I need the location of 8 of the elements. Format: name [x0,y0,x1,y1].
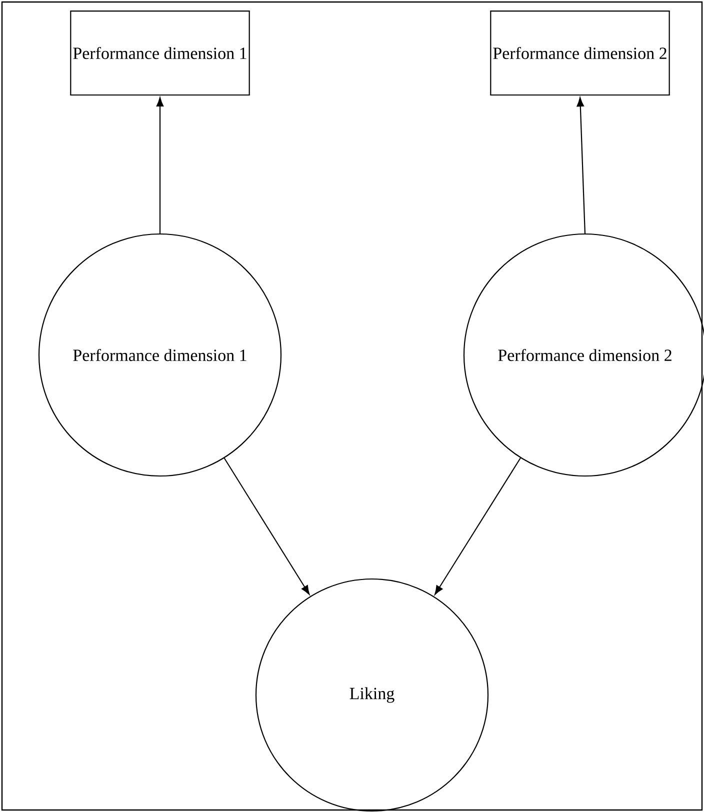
arrow [224,458,310,595]
circle-node: Liking [255,578,489,812]
arrow [434,458,521,595]
circle-node: Performance dimension 1 [38,233,282,477]
arrow [576,97,586,234]
rectangle-box: Performance dimension 2 [490,10,670,96]
arrow [156,97,164,234]
rectangle-box: Performance dimension 1 [70,10,250,96]
